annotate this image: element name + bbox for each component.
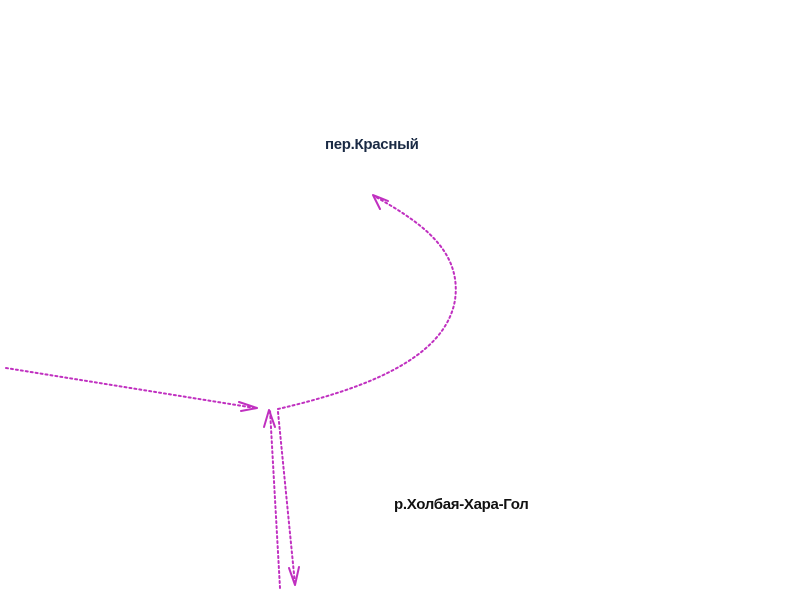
arrowhead-icon: [238, 401, 258, 412]
arrowhead-icon: [288, 566, 300, 586]
route-to-river-down: [277, 411, 296, 585]
route-from-river-up: [269, 409, 281, 589]
route-to-pass: [277, 196, 457, 410]
arrowhead-icon: [263, 409, 276, 428]
river-label: р.Холбая-Хара-Гол: [394, 496, 529, 513]
route-west-approach: [5, 367, 256, 409]
pass-label: пер.Красный: [325, 136, 419, 153]
arrowhead-icon: [372, 194, 389, 210]
